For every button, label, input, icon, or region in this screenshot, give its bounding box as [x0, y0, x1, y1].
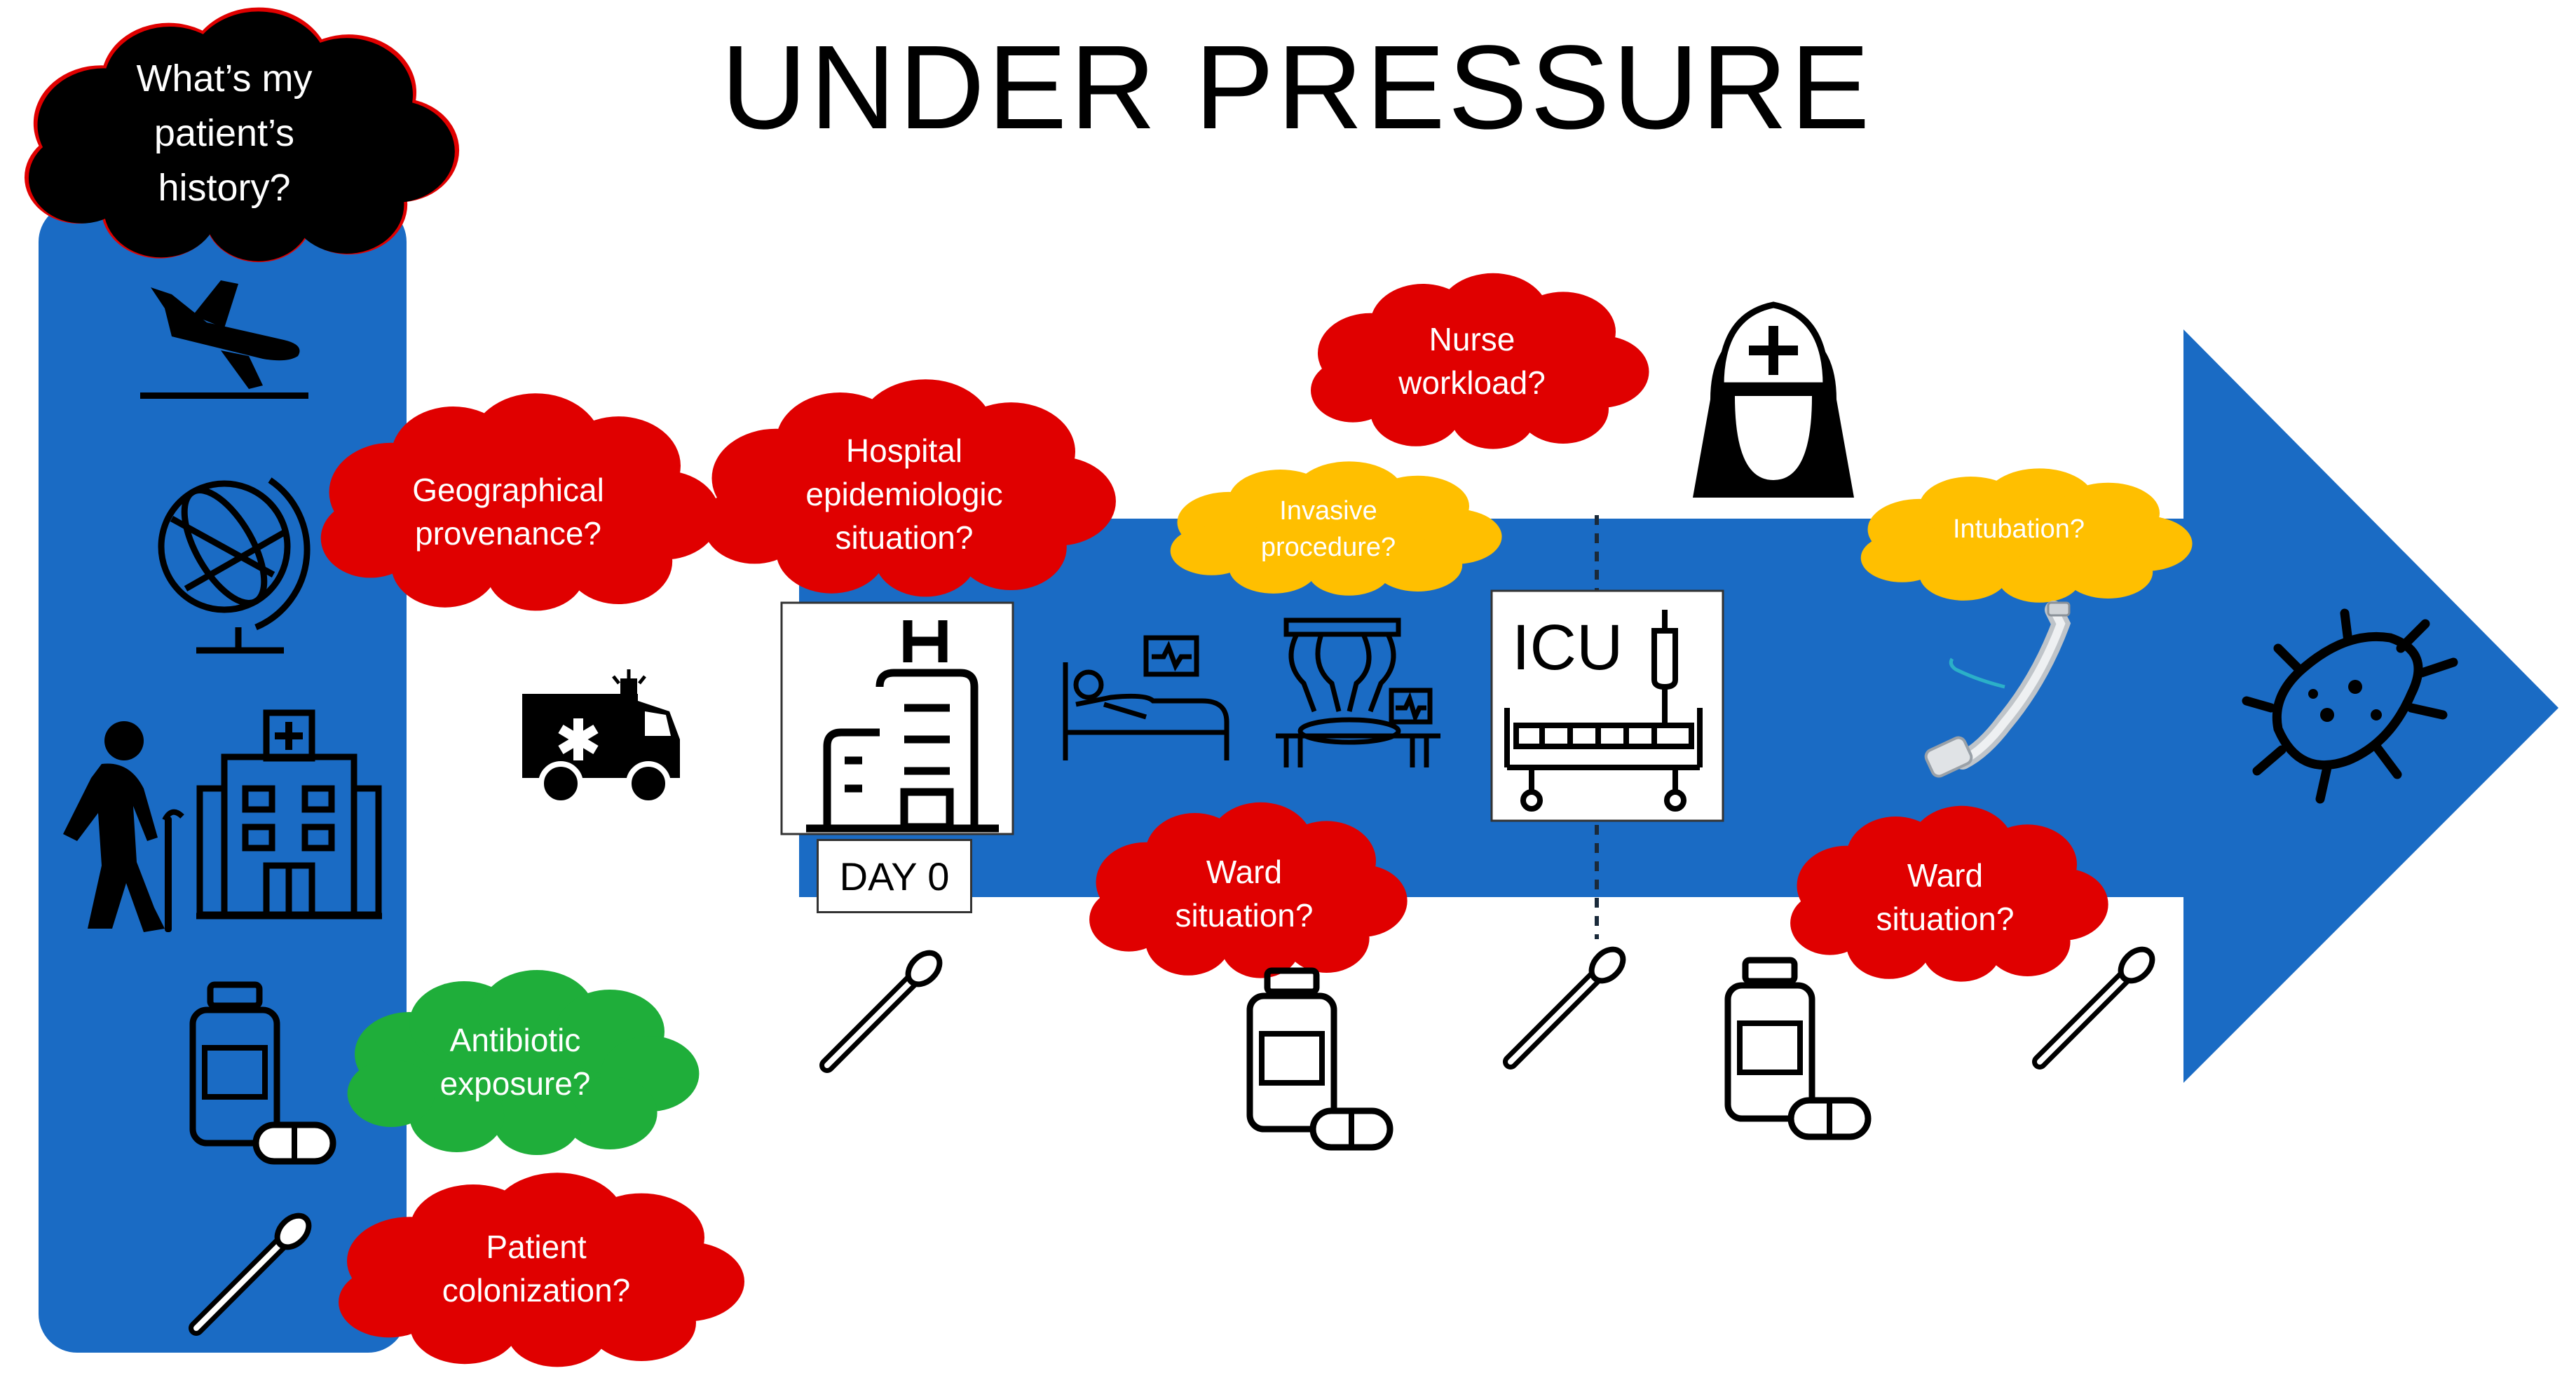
endotracheal-tube-icon	[1924, 601, 2071, 778]
cloud-invasive-text: Invasive procedure?	[1260, 496, 1396, 562]
cloud-ward-2-text: Ward situation?	[1876, 857, 2015, 937]
nurse-icon	[1693, 301, 1854, 498]
cloud-intubation-text: Intubation?	[1952, 514, 2085, 544]
cloud-geographical-text: Geographical provenance?	[412, 472, 604, 552]
hospital-bed-icon	[1063, 635, 1229, 760]
cloud-ward-1-text: Ward situation?	[1175, 854, 1314, 934]
airplane-landing-icon	[140, 280, 308, 399]
cloud-hospital-epi-text: Hospital epidemiologic situation?	[805, 432, 1003, 556]
globe-icon	[158, 477, 311, 654]
medication-bottle-icon	[1728, 960, 1868, 1137]
elderly-person-icon	[63, 721, 184, 932]
hospital-building-icon	[196, 709, 382, 920]
cloud-nurse-workload-text: Nurse workload?	[1398, 321, 1546, 401]
icu-bed-icon: ICU	[1504, 610, 1703, 812]
swab-icon	[827, 947, 946, 1065]
cloud-colonization-text: Patient colonization?	[442, 1229, 631, 1309]
history-cloud-text: What’s my patient’s history?	[136, 57, 313, 209]
swab-icon	[1511, 943, 1629, 1062]
cloud-antibiotic-text: Antibiotic exposure?	[439, 1022, 591, 1102]
day-zero-label: DAY 0	[817, 839, 972, 913]
surgical-robot-icon	[1276, 617, 1440, 767]
medication-bottle-icon	[1250, 971, 1390, 1147]
bacteria-icon	[2242, 608, 2458, 804]
hospital-icon	[806, 620, 999, 833]
page-title: UNDER PRESSURE	[721, 21, 1873, 154]
ambulance-icon	[522, 669, 680, 806]
icu-label: ICU	[1512, 612, 1623, 683]
